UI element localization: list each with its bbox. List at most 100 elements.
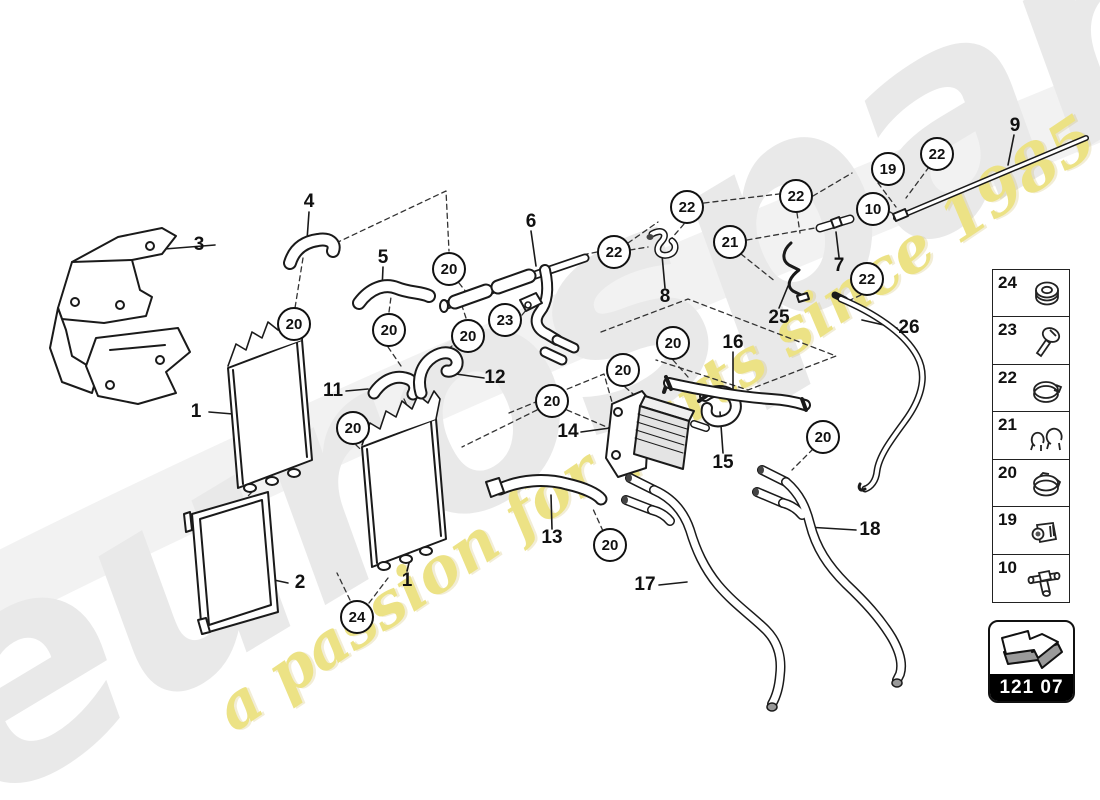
callout-circle[interactable]: 20: [336, 411, 370, 445]
hose-8-drawing: [646, 228, 679, 259]
callout-circle[interactable]: 20: [432, 252, 466, 286]
part-number-text: 6: [525, 211, 537, 232]
part-number-label[interactable]: 11: [323, 380, 343, 402]
part-number-label[interactable]: 17: [634, 574, 655, 596]
part-number-label[interactable]: 3: [194, 234, 205, 256]
callout-number: 22: [928, 145, 946, 163]
part-number-text: 4: [303, 191, 315, 212]
part-number-label[interactable]: 6: [526, 211, 537, 233]
part-number-text: 16: [722, 332, 744, 353]
legend-item-10[interactable]: 10: [992, 553, 1070, 603]
hose-16-drawing: [663, 375, 811, 412]
callout-number: 10: [864, 200, 882, 218]
part-number-text: 12: [484, 367, 506, 388]
connector-7-drawing: [815, 214, 855, 233]
vent-pipe-26-drawing: [831, 291, 926, 493]
callout-number: 20: [344, 419, 362, 437]
hose-11-drawing: [367, 370, 422, 401]
callout-circle[interactable]: 22: [920, 137, 954, 171]
radiator-frame-drawing: [183, 491, 279, 635]
hose-17-drawing: [621, 473, 786, 712]
legend-item-24[interactable]: 24: [992, 268, 1070, 318]
part-number-label[interactable]: 13: [541, 527, 562, 549]
hose-18-drawing: [752, 465, 907, 688]
callout-circle[interactable]: 20: [372, 313, 406, 347]
part-number-label[interactable]: 7: [834, 255, 845, 277]
callout-number: 20: [380, 321, 398, 339]
part-number-text: 25: [768, 307, 790, 328]
callout-circle[interactable]: 20: [806, 420, 840, 454]
part-number-label[interactable]: 1: [191, 401, 202, 423]
legend-item-19[interactable]: 19: [992, 506, 1070, 555]
callout-circle[interactable]: 20: [277, 307, 311, 341]
hose-clamp-icon: [1033, 380, 1063, 403]
direction-arrow-icon: [1001, 630, 1063, 669]
callout-number: 22: [858, 270, 876, 288]
callout-circle[interactable]: 10: [856, 192, 890, 226]
part-number-label[interactable]: 16: [722, 332, 743, 354]
part-number-text: 8: [659, 286, 671, 307]
part-number-text: 26: [898, 317, 920, 338]
callout-circle[interactable]: 20: [656, 326, 690, 360]
callout-circle[interactable]: 22: [850, 262, 884, 296]
hose-12-drawing: [413, 346, 464, 400]
callout-number: 23: [496, 311, 514, 329]
hose-4-drawing: [283, 232, 341, 270]
part-number-label[interactable]: 5: [378, 247, 389, 269]
part-number-label[interactable]: 1: [402, 570, 413, 592]
part-number-label[interactable]: 9: [1010, 115, 1021, 137]
part-number-label[interactable]: 26: [898, 317, 919, 339]
callout-number: 24: [348, 608, 366, 626]
callout-circle[interactable]: 23: [488, 303, 522, 337]
part-number-label[interactable]: 12: [484, 367, 505, 389]
callout-number: 21: [721, 233, 739, 251]
mounting-bracket-drawing: [49, 227, 191, 405]
callout-number: 20: [614, 361, 632, 379]
hose-5-drawing: [352, 279, 436, 310]
oil-cooler-drawing: [605, 381, 710, 478]
part-number-text: 17: [634, 574, 656, 595]
callout-circle[interactable]: 20: [606, 353, 640, 387]
part-number-label[interactable]: 25: [768, 307, 789, 329]
part-number-label[interactable]: 15: [712, 452, 733, 474]
callout-number: 20: [440, 260, 458, 278]
part-number-label[interactable]: 2: [295, 572, 306, 594]
callout-circle[interactable]: 20: [535, 384, 569, 418]
part-number-label[interactable]: 14: [557, 421, 578, 443]
sealing-plug-icon: [1035, 281, 1059, 305]
part-number-text: 2: [294, 572, 306, 593]
screw-icon: [1035, 327, 1061, 358]
legend-item-number: 19: [998, 510, 1017, 529]
legend-item-23[interactable]: 23: [992, 316, 1070, 365]
legend-item-number: 22: [998, 367, 1017, 387]
legend-item-20[interactable]: 20: [992, 458, 1070, 508]
callout-circle[interactable]: 20: [593, 528, 627, 562]
callout-circle[interactable]: 19: [871, 152, 905, 186]
part-number-label[interactable]: 18: [859, 519, 880, 541]
callout-number: 20: [601, 536, 619, 554]
part-number-text: 1: [190, 401, 202, 422]
legend-item-22[interactable]: 22: [992, 363, 1070, 413]
legend-item-21[interactable]: 21: [992, 411, 1070, 460]
retaining-clip-icon: [1030, 427, 1063, 451]
pipe-9-drawing: [892, 135, 1089, 222]
part-number-text: 15: [712, 452, 734, 473]
section-code-box[interactable]: 121 07: [988, 620, 1075, 703]
callout-circle[interactable]: 21: [713, 225, 747, 259]
part-number-label[interactable]: 8: [660, 286, 671, 308]
callout-number: 20: [459, 327, 477, 345]
part-number-text: 1: [401, 570, 413, 591]
callout-circle[interactable]: 22: [779, 179, 813, 213]
t-piece-icon: [1027, 569, 1061, 597]
callout-circle[interactable]: 22: [597, 235, 631, 269]
part-number-label[interactable]: 4: [304, 191, 315, 213]
retainer-25-drawing: [782, 241, 810, 303]
callout-number: 20: [543, 392, 561, 410]
callout-circle[interactable]: 20: [451, 319, 485, 353]
section-code: 121 07: [990, 674, 1073, 701]
legend-item-number: 10: [998, 557, 1017, 577]
callout-circle[interactable]: 22: [670, 190, 704, 224]
callout-circle[interactable]: 24: [340, 600, 374, 634]
callout-number: 22: [678, 198, 696, 216]
